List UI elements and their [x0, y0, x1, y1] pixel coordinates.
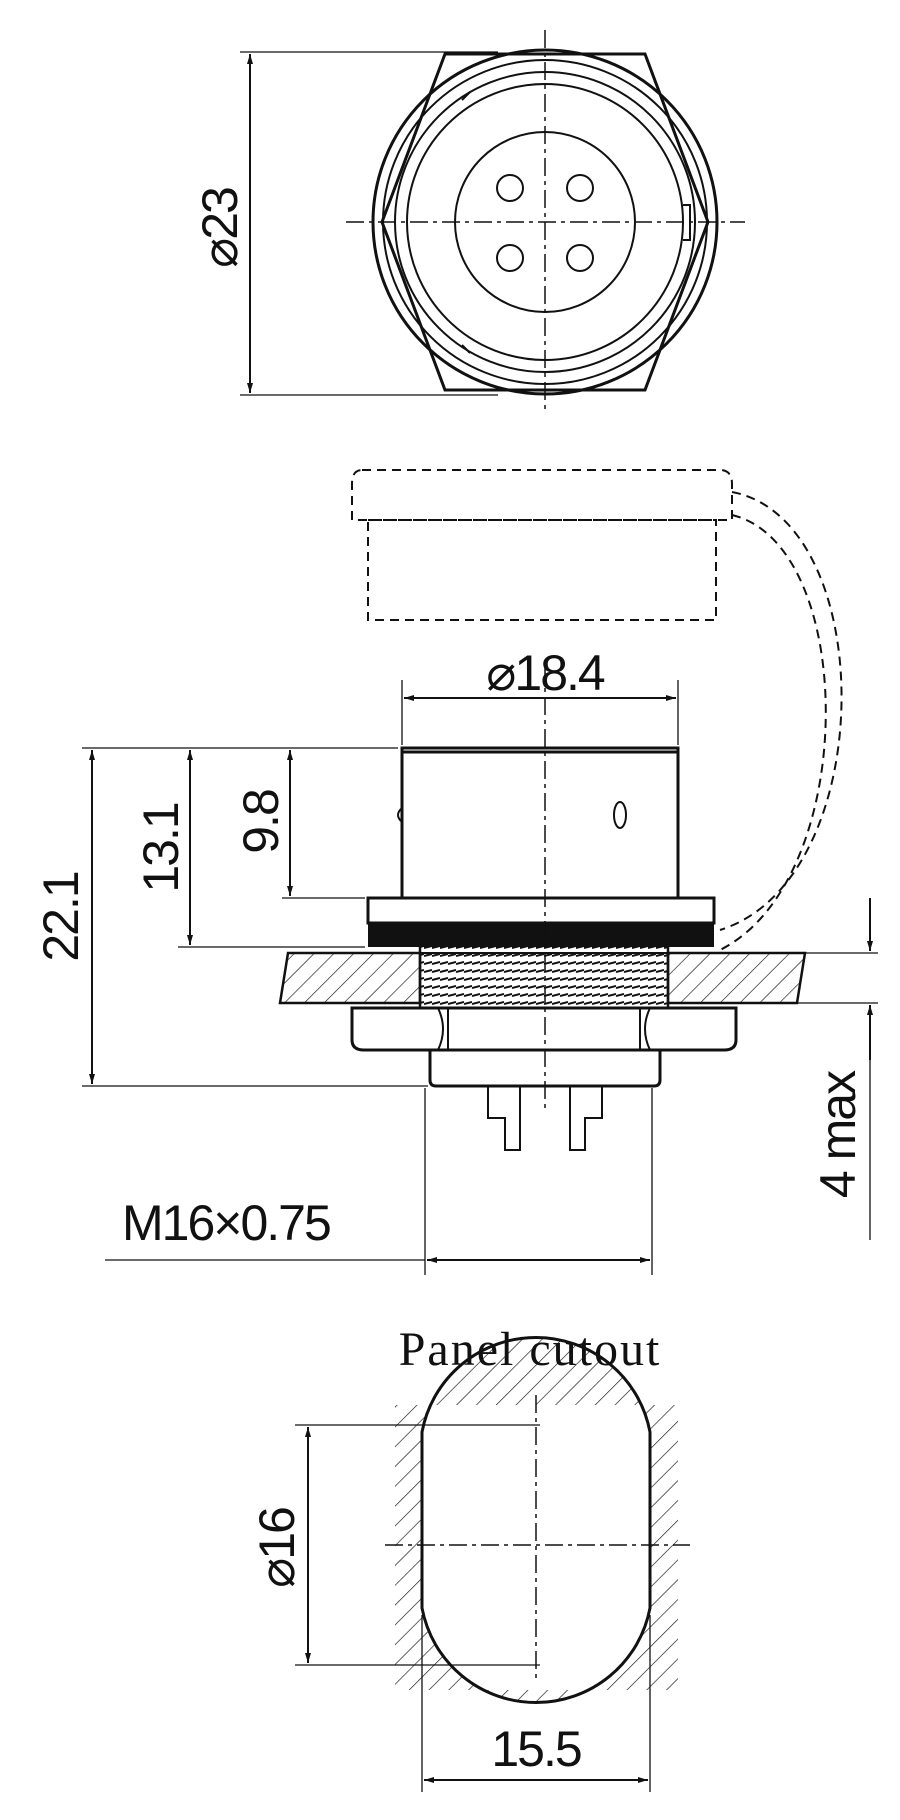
- pin-hole: [496, 174, 524, 202]
- cutout-outline: [420, 1335, 652, 1705]
- pin-hole: [496, 244, 524, 272]
- panel-section-left: [278, 951, 422, 1005]
- body-diameter-label: ⌀18.4: [486, 645, 605, 701]
- side-view: ⌀18.4 22.1 13.1 9.8 4 max M16×0.75: [33, 469, 878, 1275]
- body-height-label: 9.8: [233, 790, 289, 854]
- lanyard: [719, 491, 843, 931]
- dust-cap: [351, 469, 733, 521]
- front-view: ⌀23: [192, 30, 745, 414]
- total-height-label: 22.1: [33, 872, 89, 962]
- pin-hole: [566, 174, 594, 202]
- cutout-flat-label: 15.5: [491, 1721, 581, 1777]
- thread-label: M16×0.75: [122, 1195, 330, 1251]
- pin-hole: [566, 244, 594, 272]
- flange: [366, 896, 716, 925]
- flange-height-label: 13.1: [133, 803, 189, 893]
- connector-body: [400, 746, 680, 900]
- panel-thickness-label: 4 max: [810, 1070, 866, 1198]
- solder-pin: [569, 1086, 603, 1151]
- panel-cutout-view: Panel cutout ⌀16 15.5: [249, 1323, 690, 1792]
- thread-section: [418, 921, 670, 1010]
- cutout-diameter-label: ⌀16: [249, 1508, 305, 1588]
- panel-section-right: [666, 951, 807, 1005]
- top-diameter-label: ⌀23: [192, 188, 248, 268]
- hex-nut: [350, 1006, 738, 1052]
- solder-pin: [487, 1086, 521, 1151]
